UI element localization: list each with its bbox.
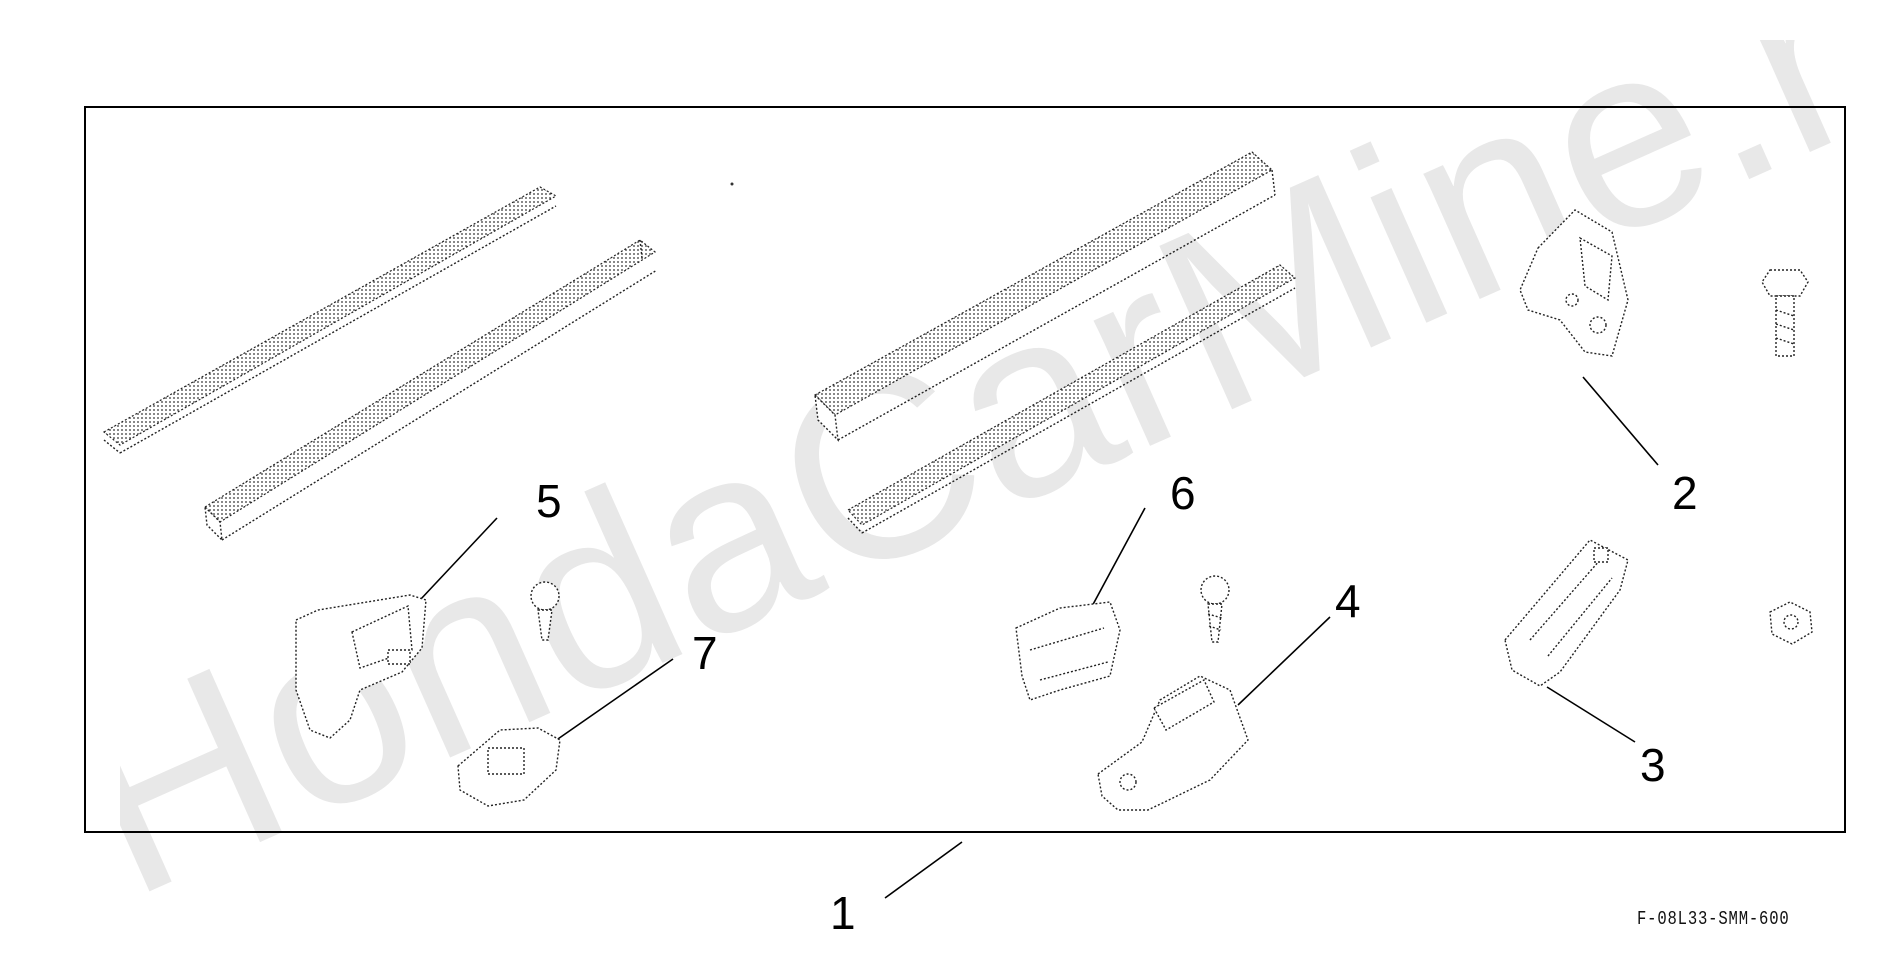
- bolt-near-5: [530, 581, 560, 641]
- rail-upper-left: [102, 186, 558, 454]
- callout-3: 3: [1640, 739, 1666, 791]
- leader-line-7: [554, 658, 674, 742]
- leader-line-6: [1089, 507, 1146, 611]
- rail-lower-center: [847, 264, 1297, 534]
- bracket-part-2: [1519, 209, 1629, 357]
- clip-part-7: [457, 727, 561, 807]
- callout-4: 4: [1335, 575, 1361, 627]
- callout-5: 5: [536, 475, 562, 527]
- bracket-part-6: [1015, 601, 1121, 701]
- callout-1: 1: [830, 887, 856, 939]
- kit-frame: [84, 106, 1846, 833]
- diagram-code: F-08L33-SMM-600: [1637, 908, 1790, 930]
- callout-6: 6: [1170, 467, 1196, 519]
- rail-upper-center: [814, 151, 1276, 442]
- bracket-part-5: [295, 594, 427, 739]
- leader-line-5: [419, 517, 498, 601]
- leader-line-1: [884, 841, 963, 899]
- nut-right: [1769, 601, 1813, 645]
- bolt-top-right: [1761, 269, 1809, 357]
- bracket-part-3: [1504, 539, 1629, 687]
- stray-dot: [730, 182, 734, 186]
- callout-7: 7: [692, 627, 718, 679]
- rail-lower-left: [204, 239, 658, 542]
- leader-line-2: [1582, 376, 1659, 466]
- callout-2: 2: [1672, 467, 1698, 519]
- leader-line-4: [1237, 616, 1331, 706]
- screw-center: [1200, 575, 1230, 643]
- leader-line-3: [1546, 686, 1636, 743]
- bracket-part-4: [1097, 675, 1249, 811]
